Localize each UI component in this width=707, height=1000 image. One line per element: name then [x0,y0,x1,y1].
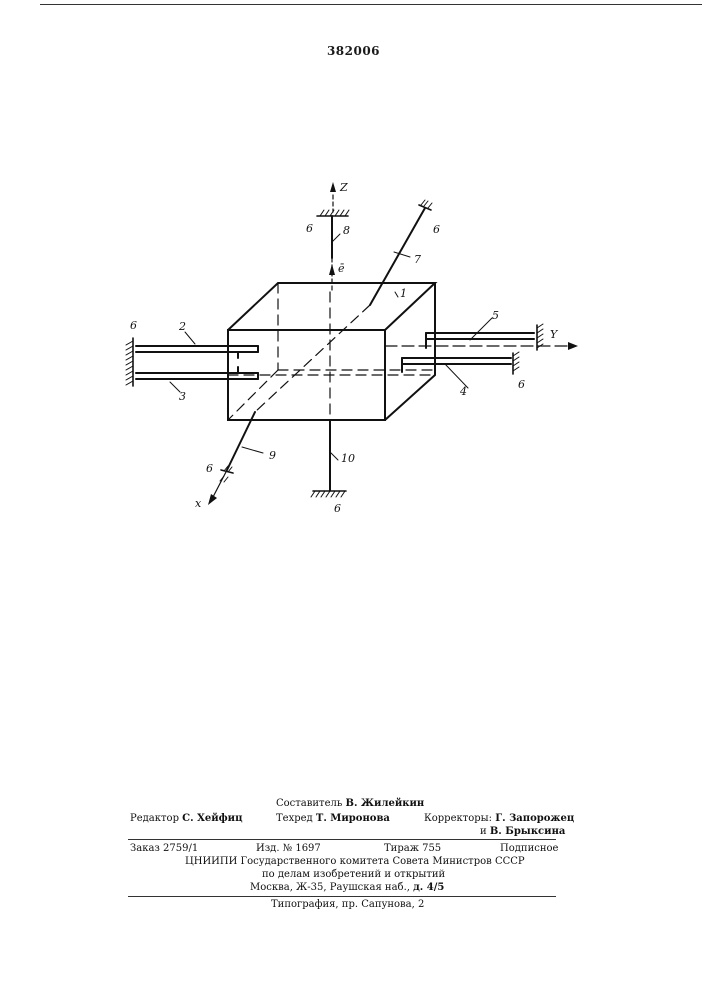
imprint-order: Заказ 2759/1 [130,843,198,854]
rod-2 [136,346,258,358]
imprint-corrector-2: и В. Брыксина [480,826,565,837]
label-rod-2: 2 [178,320,186,333]
rod-4 [402,358,511,372]
techred-name: Т. Миронова [316,813,390,824]
imprint-circulation: Тираж 755 [384,843,441,854]
label-vector-e: ē [338,262,345,275]
address-bold: д. 4/5 [413,882,444,893]
label-body-1: 1 [400,287,407,300]
vector-e-arrowhead [329,264,335,275]
label-base-rod7: 6 [433,223,440,236]
label-rod-4: 4 [459,385,467,398]
imprint-rule-1 [128,839,556,840]
corrector-1: Г. Запорожец [495,813,574,824]
imprint-compiler: Составитель В. Жилейкин [276,798,424,809]
label-rod-7: 7 [414,253,421,266]
imprint-correctors: Корректоры: Г. Запорожец [424,813,574,824]
label-rod-5: 5 [492,309,499,322]
imprint-org-line1: ЦНИИПИ Государственного комитета Совета … [185,856,525,867]
cube-hidden-edges [228,283,435,420]
imprint-edition: Изд. № 1697 [256,843,321,854]
base-right-upper-hatch [537,324,543,348]
label-axis-z: Z [339,181,348,194]
base-left-hatch [126,341,133,385]
label-base-rod9: 6 [206,462,213,475]
base-top-hatch [320,210,349,216]
imprint-editor: Редактор С. Хейфиц [130,813,242,824]
techred-prefix: Техред [276,813,313,824]
axis-x-arrowhead [208,494,217,505]
compiler-name: В. Жилейкин [346,798,425,809]
label-base-left: 6 [130,319,137,332]
corrector-2: В. Брыксина [490,826,566,837]
address-prefix: Москва, Ж-35, Раушская наб., [250,882,410,893]
corrector-and: и [480,826,487,837]
editor-prefix: Редактор [130,813,179,824]
compiler-prefix: Составитель [276,798,342,809]
axis-z-arrowhead [330,182,336,192]
imprint-techred: Техред Т. Миронова [276,813,390,824]
axis-y-arrowhead [568,342,578,350]
imprint-printer: Типография, пр. Сапунова, 2 [271,899,424,910]
label-rod-3: 3 [179,390,186,403]
label-rod-8: 8 [343,224,350,237]
label-axis-y: Y [550,328,559,341]
axis-x [213,470,227,497]
imprint-address: Москва, Ж-35, Раушская наб., д. 4/5 [250,882,444,893]
base-bottom-hatch [311,491,345,497]
base-right-lower-hatch [513,352,519,371]
label-rod-9: 9 [269,449,276,462]
label-axis-x: x [195,497,202,510]
imprint-rule-2 [128,896,556,897]
correctors-prefix: Корректоры: [424,813,492,824]
cube-right-edges [385,283,435,420]
editor-name: С. Хейфиц [182,813,242,824]
label-base-top: 6 [306,222,313,235]
label-base-bottom: 6 [334,502,341,515]
rod-3 [136,367,258,379]
label-rod-10: 10 [341,452,355,465]
imprint-subscription: Подписное [500,843,558,854]
label-base-right: 6 [518,378,525,391]
imprint-org-line2: по делам изобретений и открытий [262,869,445,880]
